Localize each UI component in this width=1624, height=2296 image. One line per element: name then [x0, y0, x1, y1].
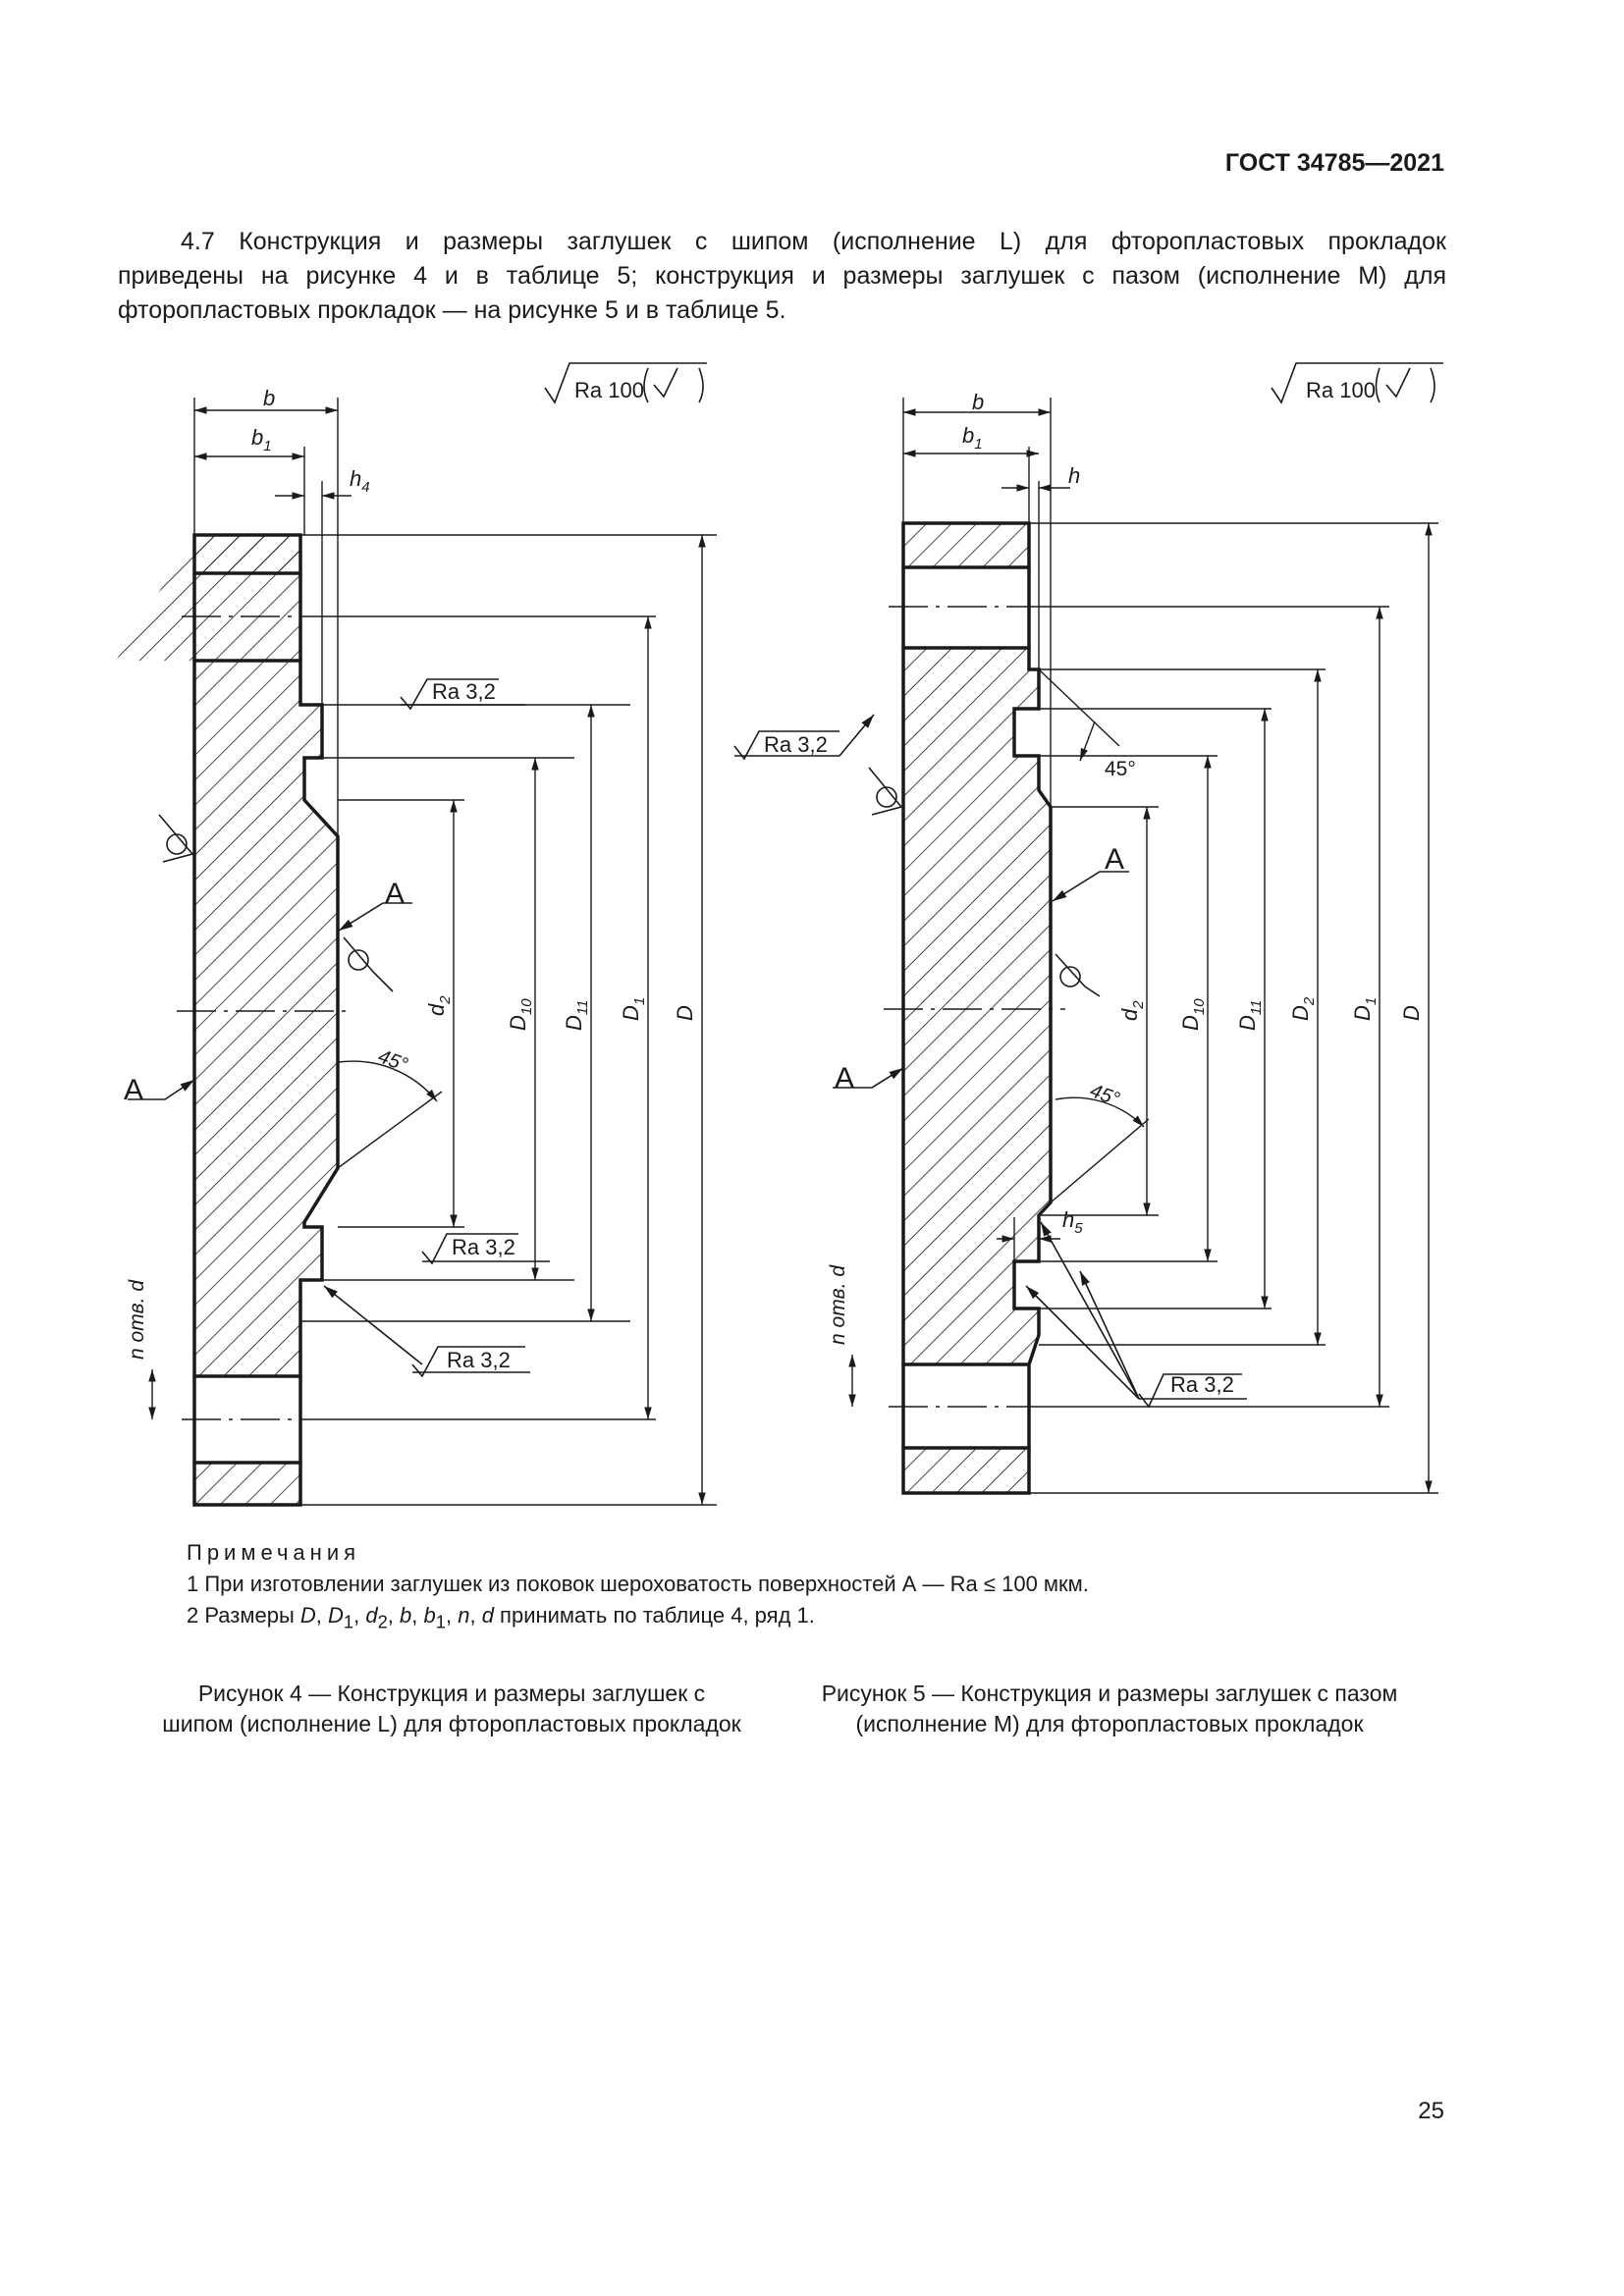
fig4-roughness-face-top: Ra 3,2	[432, 679, 496, 704]
fig5-holes: n отв. d	[827, 1264, 849, 1345]
fig4-dim-b: b	[263, 386, 275, 410]
fig4-dim-h4: h4	[350, 466, 370, 496]
fig5-surface-a-right: A	[1105, 843, 1124, 876]
fig4-roughness-face-bottom: Ra 3,2	[452, 1235, 515, 1259]
page-number: 25	[1418, 2098, 1444, 2124]
fig5-roughness-face: Ra 3,2	[764, 732, 828, 757]
figure-5-caption-line-1: Рисунок 5 — Конструкция и размеры заглуш…	[821, 1681, 1398, 1706]
paragraph-line-3: фторопластовых прокладок — на рисунке 5 …	[118, 296, 786, 324]
fig4-roughness-general: Ra 100	[574, 378, 644, 402]
fig4-flange-top	[192, 533, 302, 575]
figure-5: b b1 h h5 Ra 100 Ra 3,2 Ra 3,2 A A 45° 4…	[733, 362, 1443, 1495]
fig4-body	[192, 659, 340, 1378]
fig4-flange-bottom	[192, 1461, 302, 1507]
fig5-dim-d11: D11	[1235, 1000, 1265, 1031]
notes-heading: Примечания	[187, 1540, 361, 1565]
fig5-dim-h: h	[1068, 463, 1080, 488]
fig5-angle-top: 45°	[1105, 758, 1136, 780]
body-paragraph: 4.7 Конструкция и размеры заглушек с шип…	[118, 225, 1446, 328]
fig5-dim-d2-big: D2	[1288, 996, 1318, 1021]
fig5-dim-b: b	[972, 390, 984, 414]
fig4-dim-d: D	[673, 1005, 697, 1021]
paragraph-line-1: 4.7 Конструкция и размеры заглушек с шип…	[181, 228, 1446, 255]
figure-4: b b1 h4 Ra 100 Ra 3,2 Ra 3,2 Ra 3,2 A A …	[116, 362, 717, 1507]
fig4-dim-d11: D11	[562, 1000, 591, 1031]
fig5-dim-h5: h5	[1062, 1207, 1083, 1237]
fig5-dim-d1: D1	[1350, 997, 1380, 1021]
paragraph-line-2: приведены на рисунке 4 и в таблице 5; ко…	[118, 262, 1446, 290]
figure-5-caption-line-2: (исполнение M) для фторопластовых прокла…	[855, 1711, 1364, 1736]
fig4-dim-d2: d2	[424, 995, 454, 1016]
fig5-dim-d10: D10	[1178, 998, 1208, 1031]
figure-4-caption-line-1: Рисунок 4 — Конструкция и размеры заглуш…	[197, 1681, 706, 1706]
notes-block: Примечания 1 При изготовлении заглушек и…	[187, 1537, 1089, 1637]
fig5-dim-d2: d2	[1117, 1000, 1147, 1021]
fig4-angle: 45°	[375, 1045, 410, 1076]
fig5-dim-b1: b1	[962, 423, 983, 453]
figure-4-caption: Рисунок 4 — Конструкция и размеры заглуш…	[128, 1679, 776, 1739]
fig4-holes: n отв. d	[126, 1279, 148, 1360]
fig5-surface-a-left: A	[835, 1062, 854, 1095]
fig4-dim-b1: b1	[251, 425, 272, 454]
figure-4-caption-line-2: шипом (исполнение L) для фторопластовых …	[162, 1711, 741, 1736]
standard-number: ГОСТ 34785—2021	[1224, 149, 1444, 177]
note-1: 1 При изготовлении заглушек из поковок ш…	[187, 1572, 1089, 1596]
fig5-flange-top	[901, 521, 1031, 569]
fig4-roughness-face-groove: Ra 3,2	[447, 1348, 511, 1372]
fig4-surface-a-left: A	[124, 1074, 143, 1106]
fig5-roughness-groove: Ra 3,2	[1170, 1372, 1234, 1397]
figure-5-caption: Рисунок 5 — Конструкция и размеры заглуш…	[785, 1679, 1434, 1739]
fig4-surface-a-right: A	[385, 878, 405, 910]
fig4-dim-d1: D1	[619, 997, 648, 1021]
fig5-dim-d: D	[1399, 1005, 1424, 1021]
note-2: 2 Размеры D, D1, d2, b, b1, n, d принима…	[187, 1603, 815, 1632]
fig5-angle-bottom: 45°	[1087, 1080, 1122, 1110]
fig4-dim-d10: D10	[506, 998, 535, 1031]
fig5-body	[901, 646, 1053, 1366]
fig5-roughness-general: Ra 100	[1306, 378, 1376, 402]
fig5-flange-bottom	[901, 1446, 1031, 1495]
